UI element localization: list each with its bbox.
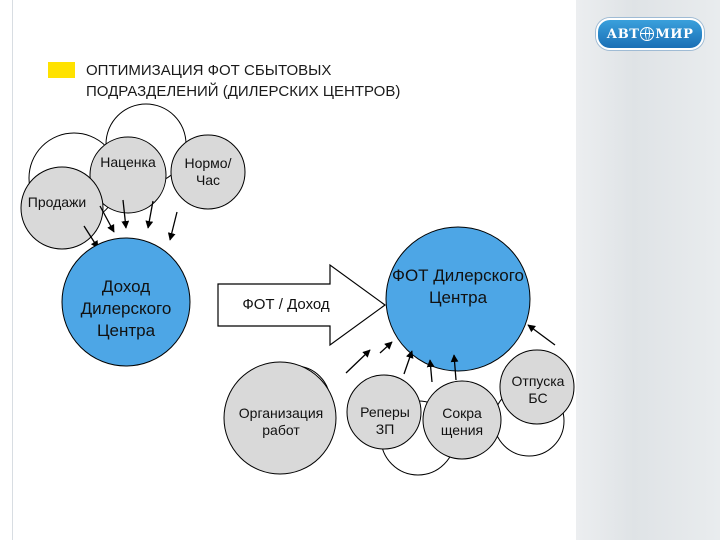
reductions-label: Сокра щения [440,405,484,438]
arrow [450,354,459,381]
work-org-circle [223,361,337,475]
logo-text-left: АВТ [606,26,640,42]
norm-hour-label: Нормо/ Час [184,155,232,188]
title-marker [48,62,75,78]
norm-hour-circle [170,134,246,210]
arrow [345,349,371,374]
slide-title: ОПТИМИЗАЦИЯ ФОТ СБЫТОВЫХ ПОДРАЗДЕЛЕНИЙ (… [86,60,400,102]
arrow [121,199,130,229]
ratio-arrow [217,263,387,347]
work-org-label: Организация работ [238,405,324,438]
benchmarks-label: Реперы ЗП [360,404,410,437]
markup-label: Наценка [100,154,156,170]
title-line-1: ОПТИМИЗАЦИЯ ФОТ СБЫТОВЫХ [86,62,332,79]
left-rule [12,0,13,540]
arrow [145,200,154,229]
arrow [527,324,556,346]
dealer-income-circle [61,237,191,367]
arrow [403,350,414,375]
arrow [167,211,178,241]
arrow [379,341,393,354]
benchmarks-circle [346,374,422,450]
arrow [99,205,115,233]
dealer-payroll-circle [385,226,531,372]
arrow [83,225,99,249]
vacations-circle [499,349,575,425]
sales-label: Продажи [27,194,87,210]
logo-text-right: МИР [655,26,694,42]
vacations-label: Отпуска БС [511,373,565,406]
dealer-income-label: Доход Дилерского Центра [80,277,172,340]
title-line-2: ПОДРАЗДЕЛЕНИЙ (ДИЛЕРСКИХ ЦЕНТРОВ) [86,83,401,100]
sales-circle [20,166,104,250]
avtomir-logo: АВТ МИР [596,18,704,50]
right-band [576,0,720,540]
ratio-label: ФОТ / Доход [242,296,330,313]
arrow [426,359,435,383]
globe-icon [640,27,655,41]
dealer-payroll-label: ФОТ Дилерского Центра [392,266,524,307]
markup-circle [89,136,167,214]
reductions-circle [422,380,502,460]
